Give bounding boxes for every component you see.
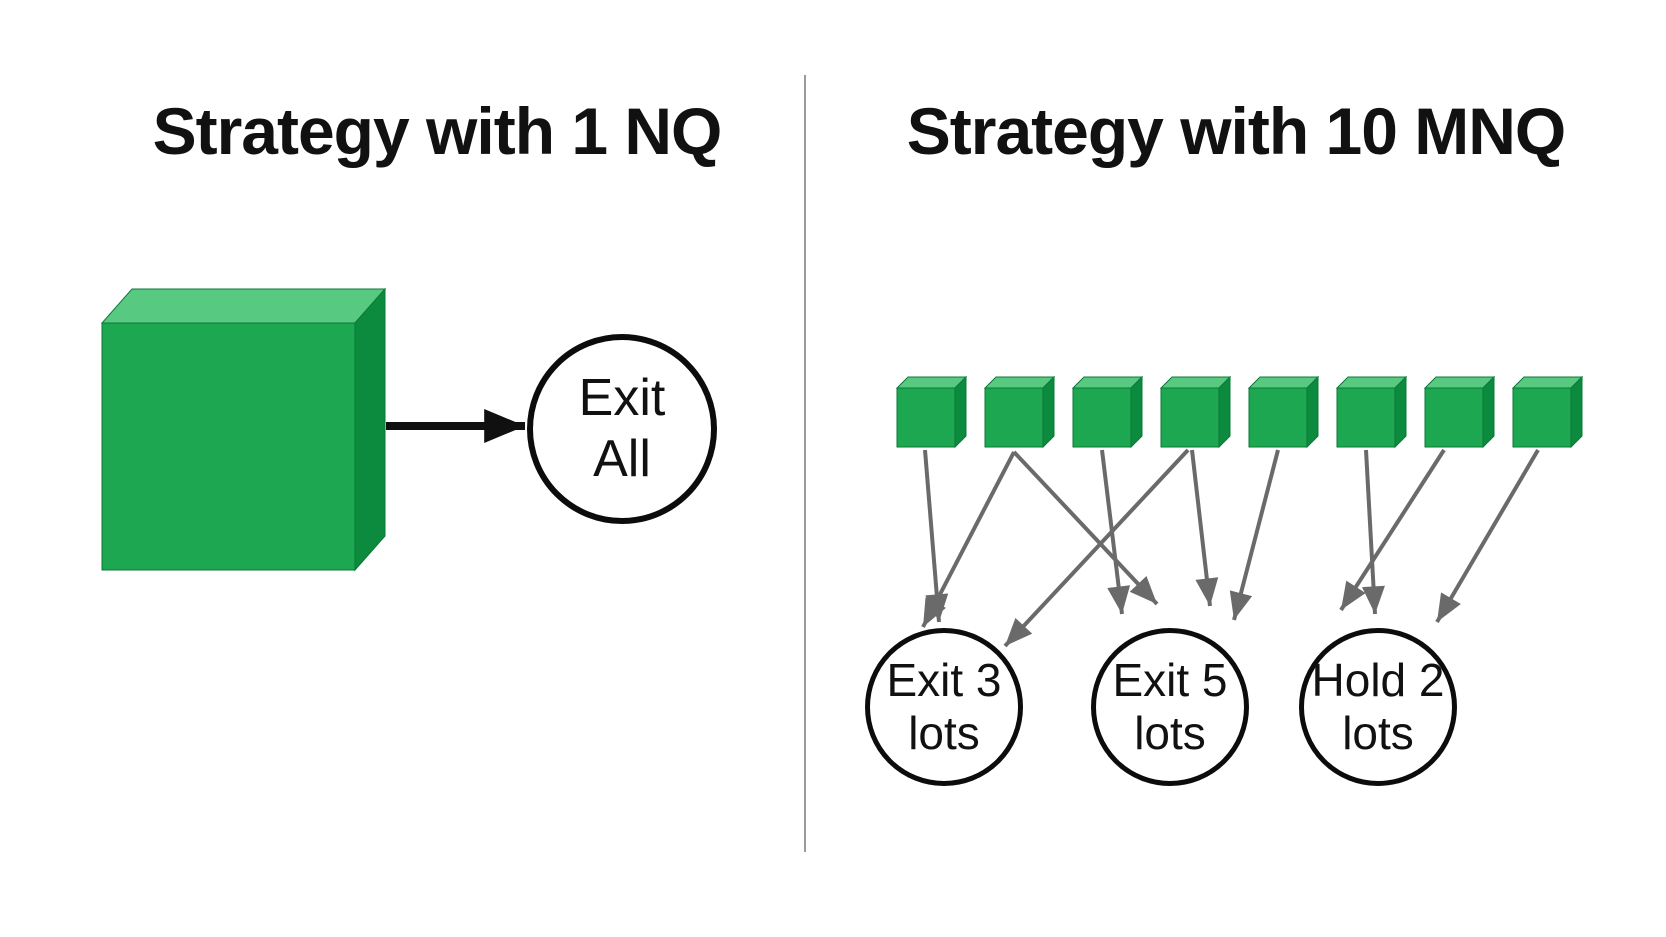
mnq-contract-cube-3-front-face bbox=[1072, 387, 1132, 448]
mnq-contract-cube-8-side-face bbox=[1570, 375, 1583, 449]
mnq-contract-cube-1-front-face bbox=[896, 387, 956, 448]
lot-allocation-arrow-7 bbox=[1229, 449, 1280, 621]
green-cubes bbox=[100, 287, 1584, 572]
right-panel-title: Strategy with 10 MNQ bbox=[906, 94, 1566, 168]
mnq-contract-cube-5-side-face bbox=[1306, 375, 1319, 449]
mnq-contract-cube-3-side-face bbox=[1130, 375, 1143, 449]
lot-allocation-arrow-10 bbox=[1435, 448, 1540, 624]
mnq-contract-cube-6-side-face bbox=[1394, 375, 1407, 449]
nq-contract-cube-side-face bbox=[354, 287, 386, 572]
mnq-contract-cube-7-top-face bbox=[1423, 376, 1496, 389]
lot-allocation-arrow-4 bbox=[1012, 450, 1159, 606]
exit-3-lots-label-line1: Exit 3 bbox=[886, 654, 1002, 707]
mnq-contract-cube-4-front-face bbox=[1160, 387, 1220, 448]
mnq-contract-cube-8-front-face bbox=[1512, 387, 1572, 448]
mnq-contract-cube-1-side-face bbox=[954, 375, 967, 449]
exit-5-lots-node: Exit 5 lots bbox=[1091, 628, 1249, 786]
mnq-contract-cube-4-top-face bbox=[1159, 376, 1232, 389]
lot-allocation-arrow-9 bbox=[1339, 448, 1446, 612]
nq-contract-cube-front-face bbox=[101, 322, 356, 571]
exit-all-node: Exit All bbox=[527, 334, 717, 524]
exit-all-label-line2: All bbox=[593, 430, 651, 488]
lot-allocation-arrow-2 bbox=[921, 451, 1016, 628]
hold-2-lots-label-line1: Hold 2 bbox=[1311, 654, 1445, 707]
exit-5-lots-label-line2: lots bbox=[1134, 707, 1206, 759]
mnq-contract-cube-2-front-face bbox=[984, 387, 1044, 448]
exit-all-label-line1: Exit bbox=[578, 368, 666, 427]
hold-2-lots-label-line2: lots bbox=[1342, 707, 1414, 759]
lot-allocation-arrow-6 bbox=[1190, 449, 1219, 607]
nq-contract-cube-top-face bbox=[100, 288, 387, 324]
mnq-contract-cube-7-side-face bbox=[1482, 375, 1495, 449]
mnq-contract-cube-1-top-face bbox=[895, 376, 968, 389]
lot-allocation-arrow-8 bbox=[1362, 449, 1385, 615]
mnq-contract-cube-7-front-face bbox=[1424, 387, 1484, 448]
lot-allocation-arrow-3 bbox=[1003, 448, 1190, 648]
exit-5-lots-label-line1: Exit 5 bbox=[1112, 654, 1228, 707]
mnq-contract-cube-3-top-face bbox=[1071, 376, 1144, 389]
exit-3-lots-node: Exit 3 lots bbox=[865, 628, 1023, 786]
mnq-contract-cube-6-top-face bbox=[1335, 376, 1408, 389]
lot-allocation-arrow-1 bbox=[923, 449, 949, 623]
mnq-contract-cube-2-side-face bbox=[1042, 375, 1055, 449]
left-panel-title: Strategy with 1 NQ bbox=[152, 94, 723, 168]
mnq-contract-cube-8-top-face bbox=[1511, 376, 1584, 389]
mnq-contract-cube-5-top-face bbox=[1247, 376, 1320, 389]
lot-allocation-arrow-5 bbox=[1100, 449, 1131, 615]
panel-divider bbox=[804, 75, 806, 852]
exit-3-lots-label-line2: lots bbox=[908, 707, 980, 759]
hold-2-lots-node: Hold 2 lots bbox=[1299, 628, 1457, 786]
mnq-contract-cube-4-side-face bbox=[1218, 375, 1231, 449]
mnq-contract-cube-6-front-face bbox=[1336, 387, 1396, 448]
mnq-contract-cube-5-front-face bbox=[1248, 387, 1308, 448]
mnq-contract-cube-2-top-face bbox=[983, 376, 1056, 389]
